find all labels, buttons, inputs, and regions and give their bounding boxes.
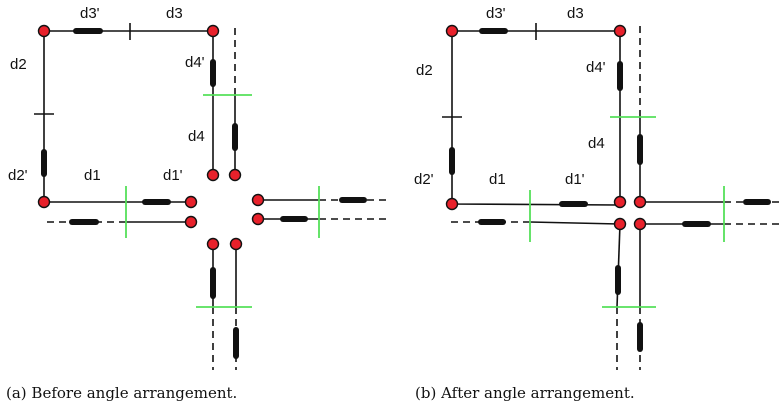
node [251,193,265,207]
label-d4p: d4' [185,54,205,71]
label-d2p: d2' [8,167,28,184]
panel-b: d3' d3 d2 d4' d4 d2' d1 d1' (b) After an… [414,5,783,402]
label-d4: d4 [588,135,605,152]
label-d3: d3 [567,5,584,22]
node [206,237,220,251]
node [206,24,220,38]
label-d1p: d1' [163,167,183,184]
node [228,168,242,182]
label-d3p: d3' [486,5,506,22]
node [445,197,459,211]
node [184,195,198,209]
panel-a: d3' d3 d2 d4' d4 d2' d1 d1' (a) Before a… [6,5,386,402]
label-d4: d4 [188,128,205,145]
node [613,195,627,209]
label-d2p: d2' [414,171,434,188]
label-d3: d3 [166,5,183,22]
node [184,215,198,229]
node [206,168,220,182]
node [37,24,51,38]
label-d3p: d3' [80,5,100,22]
label-d1: d1 [84,167,101,184]
node [633,217,647,231]
label-d2: d2 [10,56,27,73]
node [613,24,627,38]
square-outline [451,30,621,206]
node [229,237,243,251]
label-d1p: d1' [565,171,585,188]
caption-b: (b) After angle arrangement. [415,384,635,402]
label-d2: d2 [416,62,433,79]
node [37,195,51,209]
node [633,195,647,209]
node [445,24,459,38]
west-line [529,221,620,225]
caption-a: (a) Before angle arrangement. [6,384,237,402]
node [251,212,265,226]
label-d1: d1 [489,171,506,188]
node [613,217,627,231]
label-d4p: d4' [586,59,606,76]
